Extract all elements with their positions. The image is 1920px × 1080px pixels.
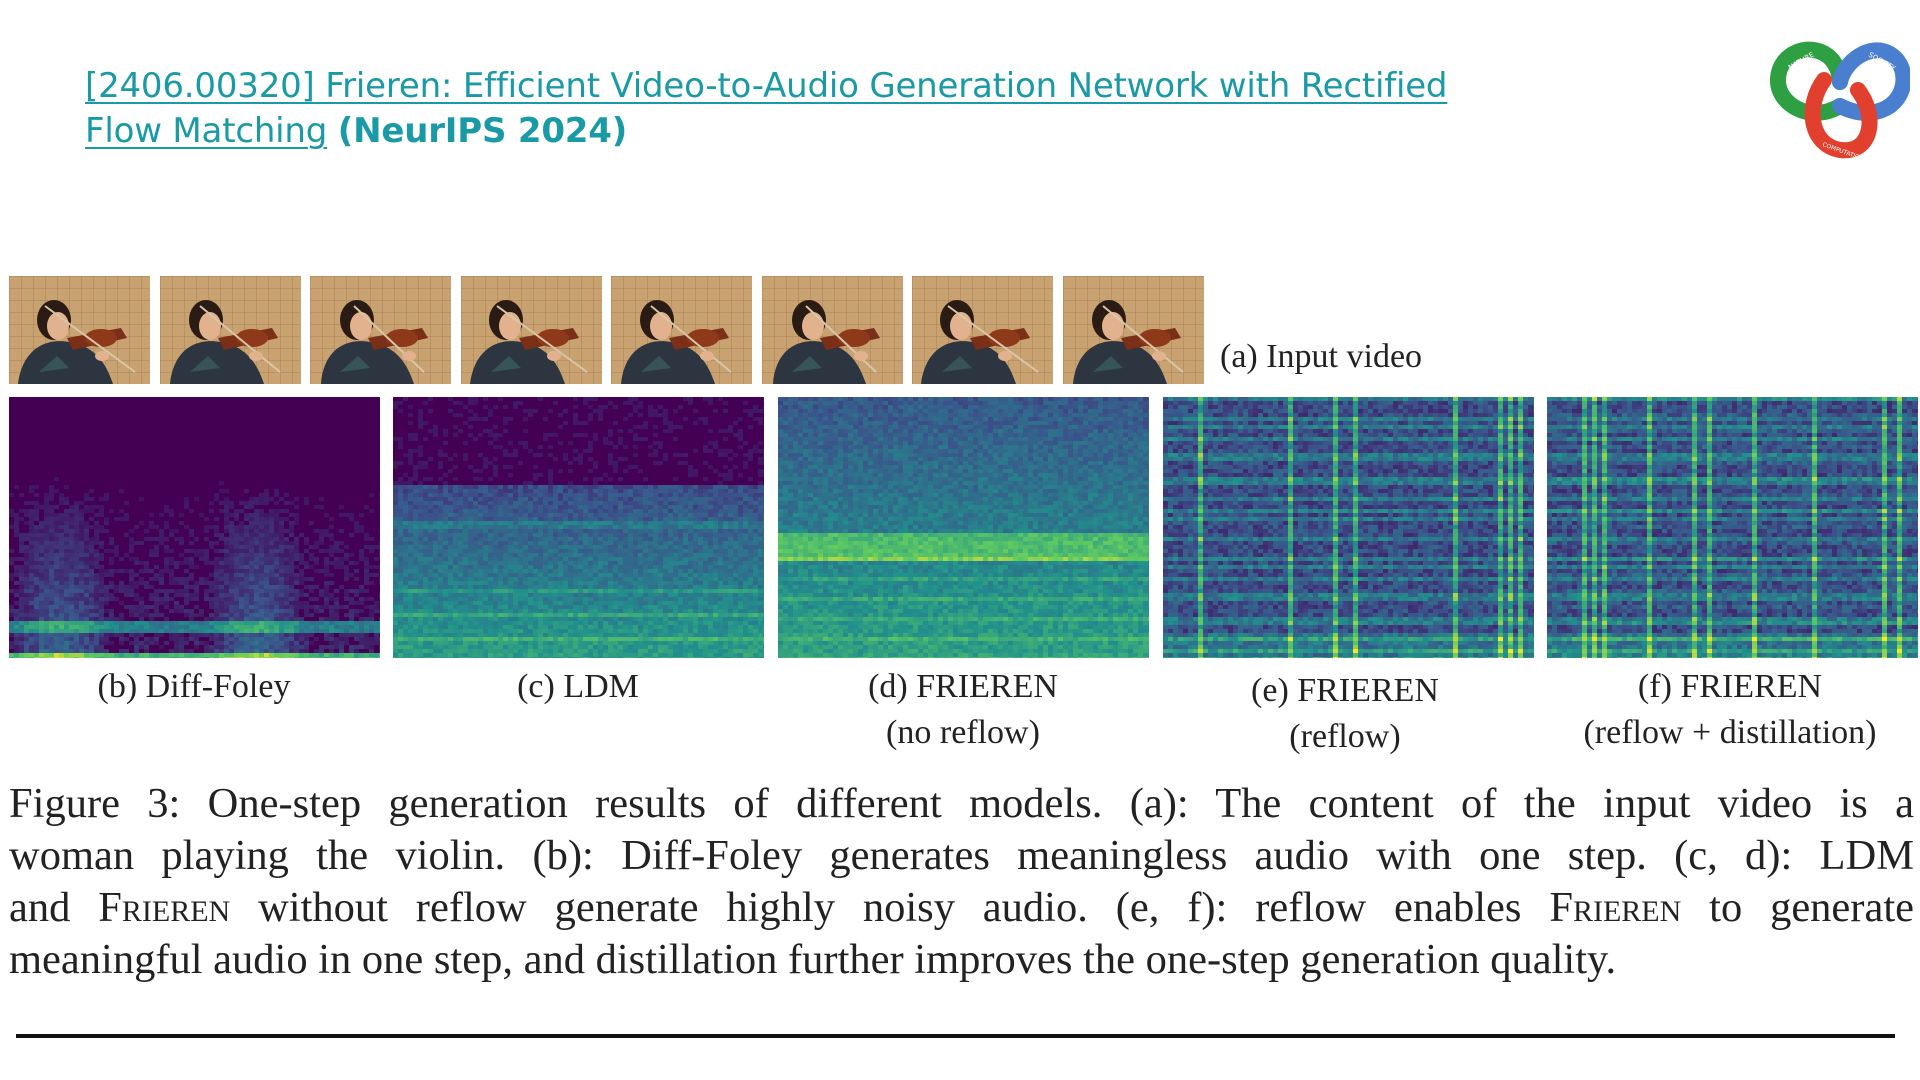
- video-frame: [461, 276, 602, 384]
- spectrogram-diff-foley: [9, 397, 380, 658]
- panel-caption-d: (d) FRIEREN(no reflow): [773, 664, 1153, 756]
- video-frame: [1063, 276, 1204, 384]
- figure-caption: Figure 3: One-step generation results of…: [9, 778, 1914, 986]
- lab-logo: NATURE SOCIETY COMPUTATION: [1770, 34, 1912, 164]
- input-video-caption: (a) Input video: [1220, 338, 1422, 376]
- caption-line: meaningful audio in one step, and distil…: [9, 934, 1914, 986]
- video-frame: [762, 276, 903, 384]
- spectrogram-ldm: [393, 397, 764, 658]
- venue-label: (NeurIPS 2024): [338, 111, 627, 151]
- panel-caption-b: (b) Diff-Foley: [4, 664, 384, 710]
- panel-caption-f: (f) FRIEREN(reflow + distillation): [1540, 664, 1920, 756]
- panel-caption-c: (c) LDM: [388, 664, 768, 710]
- video-frame: [310, 276, 451, 384]
- caption-line: Figure 3: One-step generation results of…: [9, 778, 1914, 830]
- spectrogram-frieren-reflow-distillation: [1547, 397, 1918, 658]
- video-frame: [611, 276, 752, 384]
- spectrogram-frieren-no-reflow: [778, 397, 1149, 658]
- divider-rule: [16, 1034, 1895, 1038]
- paper-link[interactable]: [2406.00320] Frieren: Efficient Video-to…: [85, 66, 1448, 151]
- video-frame: [9, 276, 150, 384]
- video-frame: [912, 276, 1053, 384]
- panel-caption-e: (e) FRIEREN(reflow): [1155, 668, 1535, 760]
- caption-line: and Frieren without reflow generate high…: [9, 882, 1914, 934]
- video-frame: [160, 276, 301, 384]
- caption-line: woman playing the violin. (b): Diff-Fole…: [9, 830, 1914, 882]
- page-title: [2406.00320] Frieren: Efficient Video-to…: [85, 64, 1545, 154]
- spectrogram-frieren-reflow: [1163, 397, 1534, 658]
